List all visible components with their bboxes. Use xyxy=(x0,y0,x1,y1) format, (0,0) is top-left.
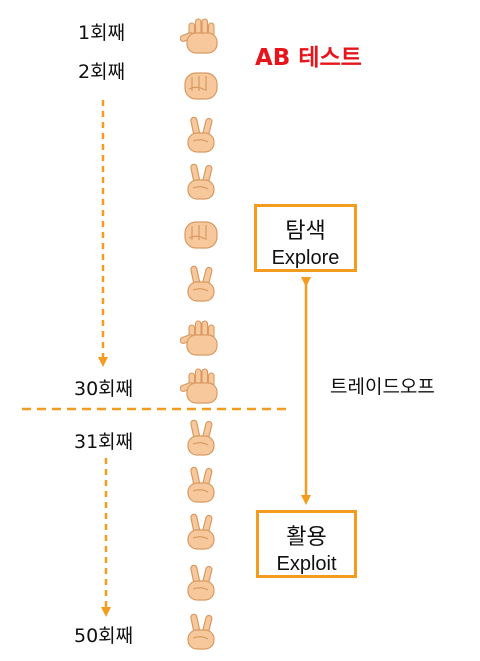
round-label-50: 50회째 xyxy=(74,625,134,647)
exploit-label-en: Exploit xyxy=(276,553,337,575)
explore-box: 탐색 Explore xyxy=(254,204,357,272)
explore-label-ko: 탐색 xyxy=(285,219,326,244)
paper-hand-icon xyxy=(179,318,222,358)
diagram-title: AB 테스트 xyxy=(255,45,362,71)
explore-label-en: Explore xyxy=(271,247,340,269)
exploit-label-ko: 활용 xyxy=(286,525,327,550)
scissors-hand-icon xyxy=(180,418,222,458)
scissors-hand-icon xyxy=(180,465,222,505)
round-label-2: 2회째 xyxy=(78,61,126,83)
round-label-1: 1회째 xyxy=(78,22,126,44)
scissors-hand-icon xyxy=(180,115,222,155)
rock-hand-icon xyxy=(180,214,222,254)
scissors-hand-icon xyxy=(180,563,222,603)
paper-hand-icon xyxy=(179,366,222,406)
exploit-box: 활용 Exploit xyxy=(256,510,357,578)
rock-hand-icon xyxy=(180,65,222,105)
scissors-hand-icon xyxy=(180,512,222,552)
tradeoff-label: 트레이드오프 xyxy=(330,376,435,398)
paper-hand-icon xyxy=(179,16,222,56)
scissors-hand-icon xyxy=(180,162,222,202)
scissors-hand-icon xyxy=(180,264,222,304)
round-label-31: 31회째 xyxy=(74,431,134,453)
scissors-hand-icon xyxy=(180,612,222,652)
round-label-30: 30회째 xyxy=(74,378,134,400)
